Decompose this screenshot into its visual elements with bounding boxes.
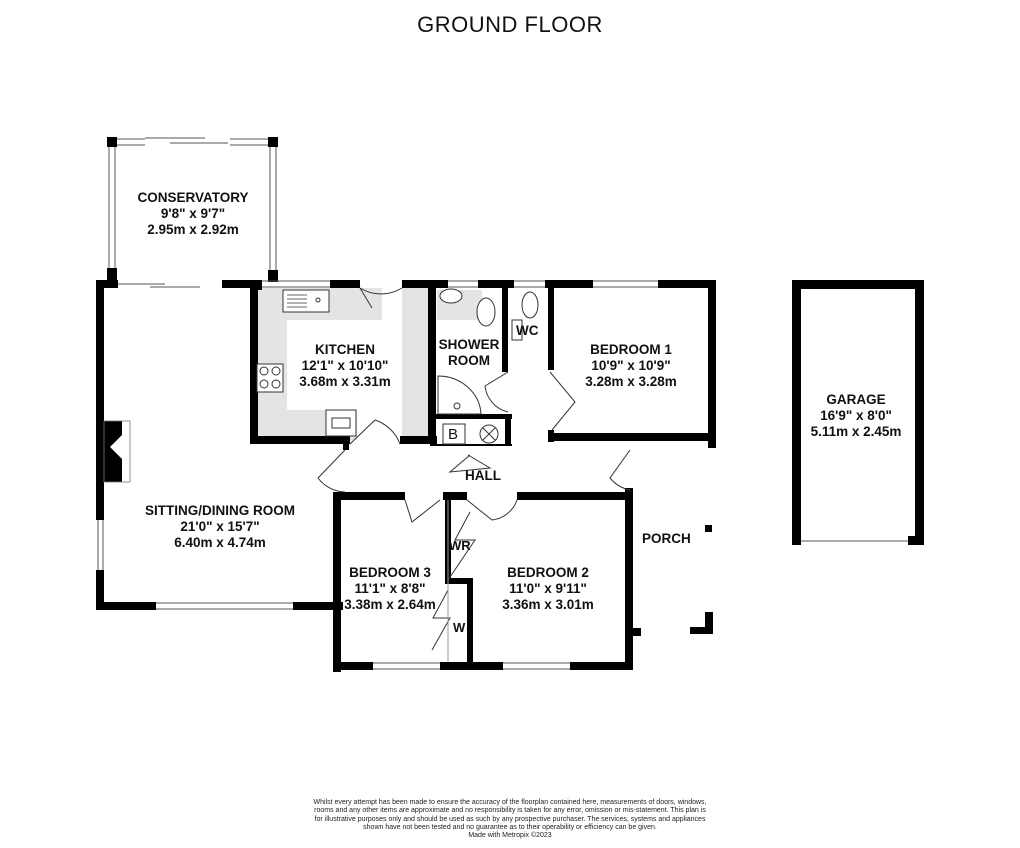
conservatory-glazing xyxy=(108,137,277,288)
hob-icon xyxy=(256,363,284,393)
washbasin-icon xyxy=(439,288,463,304)
room-label-sitting-dining: SITTING/DINING ROOM 21'0" x 15'7" 6.40m … xyxy=(145,503,295,550)
floor-title: GROUND FLOOR xyxy=(417,12,603,37)
room-label-bedroom-3: BEDROOM 3 11'1" x 8'8" 3.38m x 2.64m xyxy=(344,565,436,612)
kitchen-sink-icon xyxy=(282,289,330,313)
disclaimer-text: Whilst every attempt has been made to en… xyxy=(313,799,707,831)
room-label-porch: PORCH xyxy=(642,531,691,546)
room-label-garage: GARAGE 16'9" x 8'0" 5.11m x 2.45m xyxy=(810,392,902,439)
doors xyxy=(317,287,631,662)
room-label-hall: HALL xyxy=(465,468,501,483)
fireplace xyxy=(103,420,131,483)
room-label-bedroom-2: BEDROOM 2 11'0" x 9'11" 3.36m x 3.01m xyxy=(502,565,594,612)
room-label-shower-room: SHOWER ROOM xyxy=(438,337,500,368)
metropix-credit: Made with Metropix ©2023 xyxy=(468,832,552,840)
room-label-wc: WC xyxy=(516,323,539,338)
boiler-icon xyxy=(442,423,466,445)
toilet-icon xyxy=(476,291,539,341)
oven-icon xyxy=(325,409,357,437)
disclaimer: Whilst every attempt has been made to en… xyxy=(310,799,710,840)
wardrobe-label-w: W xyxy=(453,620,466,635)
cylinder-icon xyxy=(479,424,499,444)
garage-walls xyxy=(792,280,924,545)
room-label-conservatory: CONSERVATORY 9'8" x 9'7" 2.95m x 2.92m xyxy=(137,190,249,237)
room-label-kitchen: KITCHEN 12'1" x 10'10" 3.68m x 3.31m xyxy=(299,342,391,389)
conservatory-walls xyxy=(107,137,278,282)
room-label-bedroom-1: BEDROOM 1 10'9" x 10'9" 3.28m x 3.28m xyxy=(585,342,677,389)
windows xyxy=(97,280,658,670)
walls xyxy=(96,280,716,672)
shower-tray-icon xyxy=(437,375,482,415)
wardrobe-label-wr: WR xyxy=(449,538,471,553)
boiler-label: B xyxy=(448,426,459,443)
